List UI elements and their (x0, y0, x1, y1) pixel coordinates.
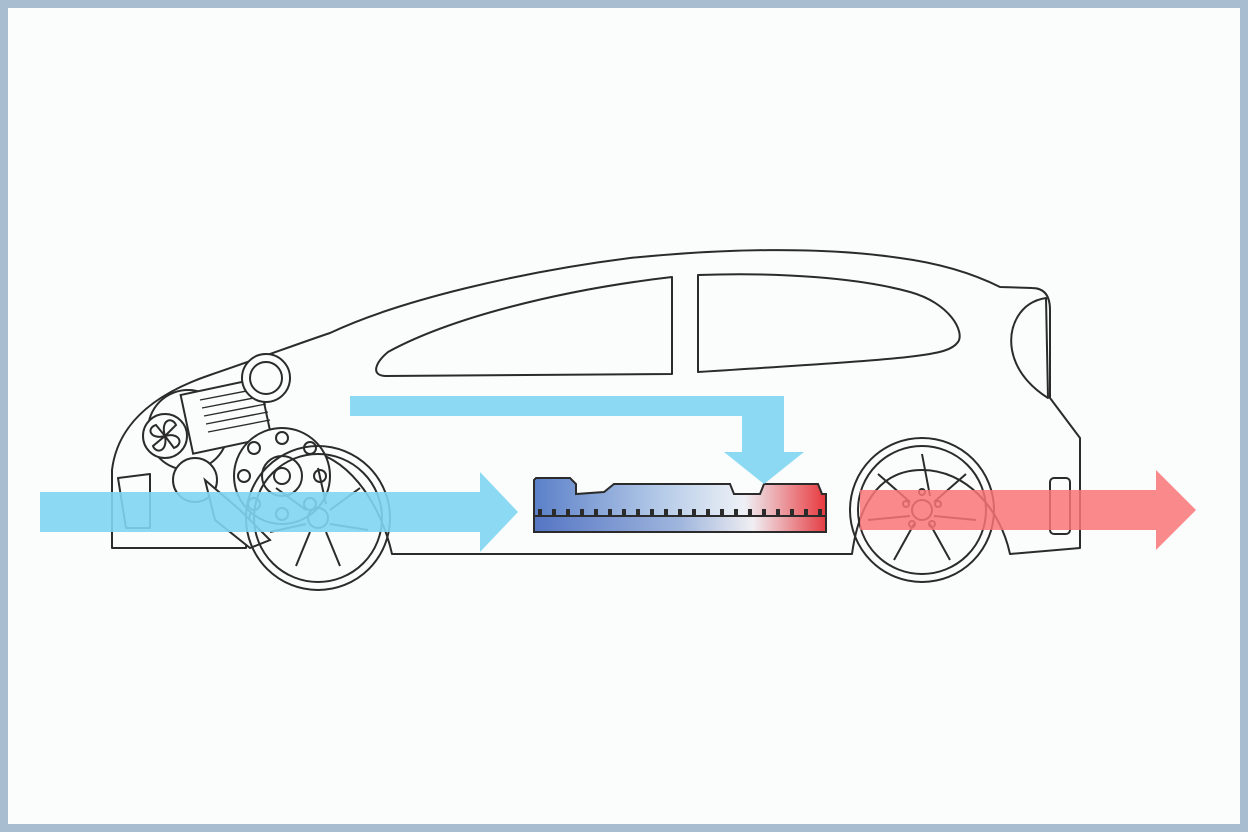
airflow (40, 396, 1196, 552)
diagram-frame (8, 8, 1240, 824)
battery-terminals (538, 509, 822, 516)
gear-bolts (237, 431, 327, 521)
car-airflow-diagram (40, 249, 1196, 591)
battery-base (533, 515, 827, 533)
side-window (375, 276, 673, 377)
exhaust-arrow (860, 470, 1196, 550)
intake-arrow (40, 472, 518, 552)
rear-window (697, 273, 961, 373)
cabin-duct-arrow (350, 396, 804, 484)
fan-icon (142, 413, 188, 459)
tail-light (1010, 297, 1049, 399)
battery-pack (533, 477, 827, 533)
motor-cluster (142, 353, 331, 550)
radiator-block (179, 377, 273, 455)
